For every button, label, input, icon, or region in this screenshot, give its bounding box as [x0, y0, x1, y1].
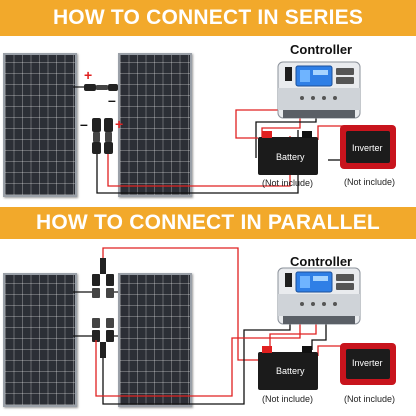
solar-panel-parallel-left: [3, 273, 77, 407]
parallel-battery-note: (Not include): [262, 394, 314, 404]
parallel-inverter-label: Inverter: [352, 358, 383, 368]
series-minus-sign-top: –: [108, 92, 116, 108]
parallel-title: HOW TO CONNECT IN PARALLEL: [36, 211, 380, 234]
mc4-connector-series-right: [104, 118, 113, 154]
series-battery-label: Battery: [276, 152, 305, 162]
parallel-controller-label: Controller: [290, 254, 353, 269]
series-inverter-note: (Not include): [344, 177, 396, 187]
series-title: HOW TO CONNECT IN SERIES: [52, 6, 364, 29]
series-battery-note: (Not include): [262, 178, 314, 188]
parallel-battery-label: Battery: [276, 366, 305, 376]
mc4-connector-series-left: [92, 118, 101, 154]
series-banner: HOW TO CONNECT IN SERIES: [0, 0, 416, 36]
series-minus-sign-left: –: [80, 116, 88, 132]
series-plus-sign-top: +: [84, 67, 93, 83]
charge-controller-parallel: [277, 267, 361, 325]
series-plus-sign-right: +: [115, 116, 124, 132]
parallel-banner: HOW TO CONNECT IN PARALLEL: [0, 207, 416, 239]
solar-panel-series-right: [118, 53, 192, 197]
y-branch-connector-bottom: [92, 318, 114, 358]
inverter-parallel: [340, 343, 396, 385]
inverter-series: [340, 125, 396, 169]
mc4-connector-series-top: [84, 84, 118, 91]
series-inverter-label: Inverter: [352, 143, 383, 153]
solar-panel-parallel-right: [118, 273, 192, 407]
parallel-inverter-note: (Not include): [344, 394, 396, 404]
charge-controller-series: [277, 61, 361, 119]
solar-panel-series-left: [3, 53, 77, 197]
battery-series: [258, 131, 318, 175]
series-controller-label: Controller: [290, 42, 353, 57]
y-branch-connector-top: [92, 258, 114, 298]
battery-parallel: [258, 346, 318, 390]
